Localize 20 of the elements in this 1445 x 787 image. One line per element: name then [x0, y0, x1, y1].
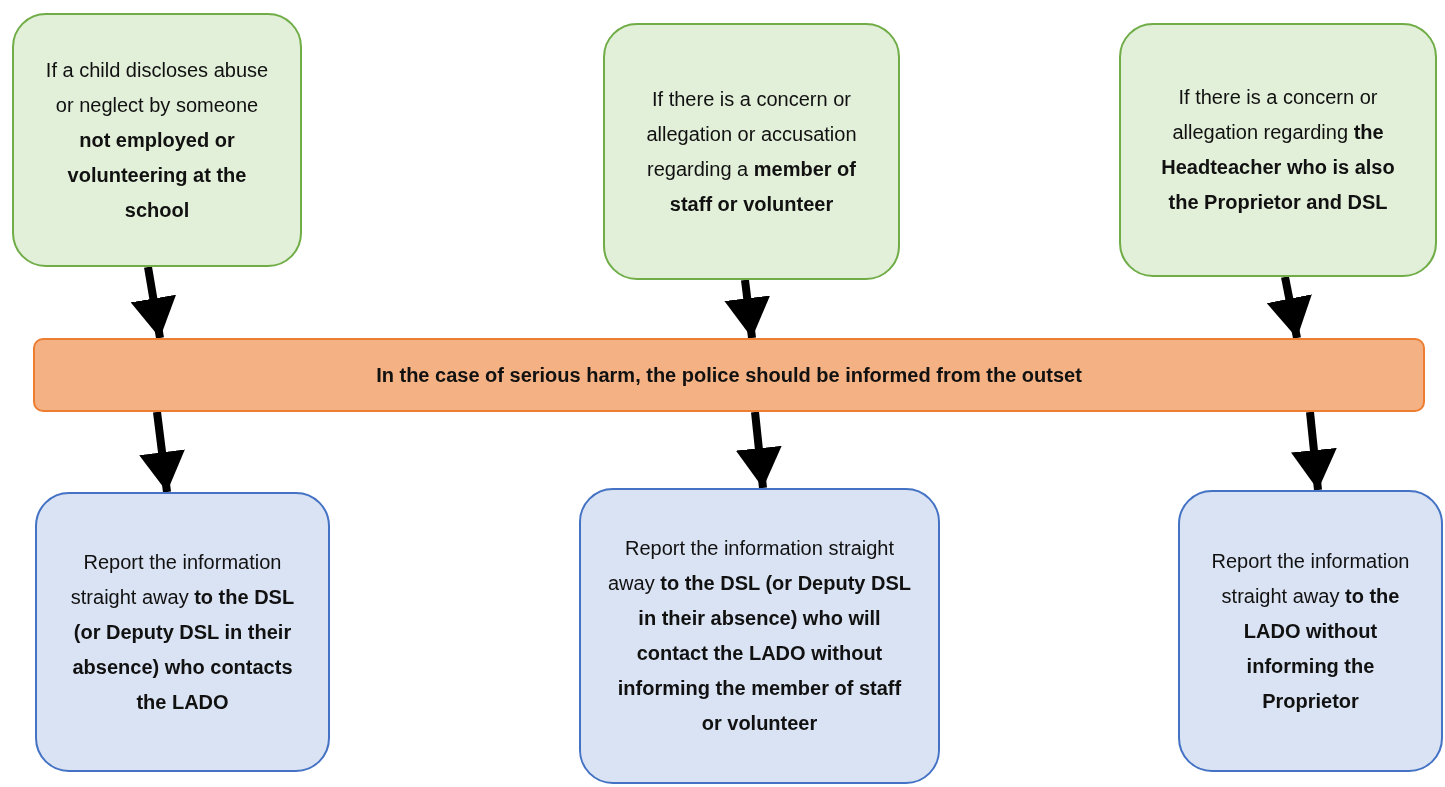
arrow: [130, 266, 176, 339]
arrow: [1266, 276, 1312, 339]
condition-box: [1119, 23, 1437, 277]
condition-box: [12, 13, 302, 267]
arrow: [724, 279, 771, 339]
action-box: [579, 488, 940, 784]
box-text: If there is a concern or allegation or accusation regarding a member of staff or volunteer: [645, 86, 858, 217]
arrow: [1291, 411, 1337, 491]
arrow: [735, 411, 782, 489]
arrow: [139, 411, 185, 493]
notice-text: In the case of serious harm, the police should be informed from the outset: [376, 362, 1082, 388]
box-text: Report the information straight away to the DSL (or Deputy DSL in their absence) who contacts the LADO: [69, 549, 296, 715]
notice-band: [33, 338, 1425, 412]
box-text: Report the information straight away to the LADO without informing the Proprietor: [1210, 548, 1411, 714]
box-text: If there is a concern or allegation regarding the Headteacher who is also the Proprietor and DSL: [1160, 85, 1396, 215]
action-box: [1178, 490, 1443, 772]
action-box: [35, 492, 330, 772]
box-text: If a child discloses abuse or neglect by someone not employed or volunteering at the school: [44, 57, 270, 223]
box-text: Report the information straight away to the DSL (or Deputy DSL in their absence) who will contact the LADO without informing the member of staff or volunteer: [607, 536, 912, 736]
condition-box: [603, 23, 900, 280]
